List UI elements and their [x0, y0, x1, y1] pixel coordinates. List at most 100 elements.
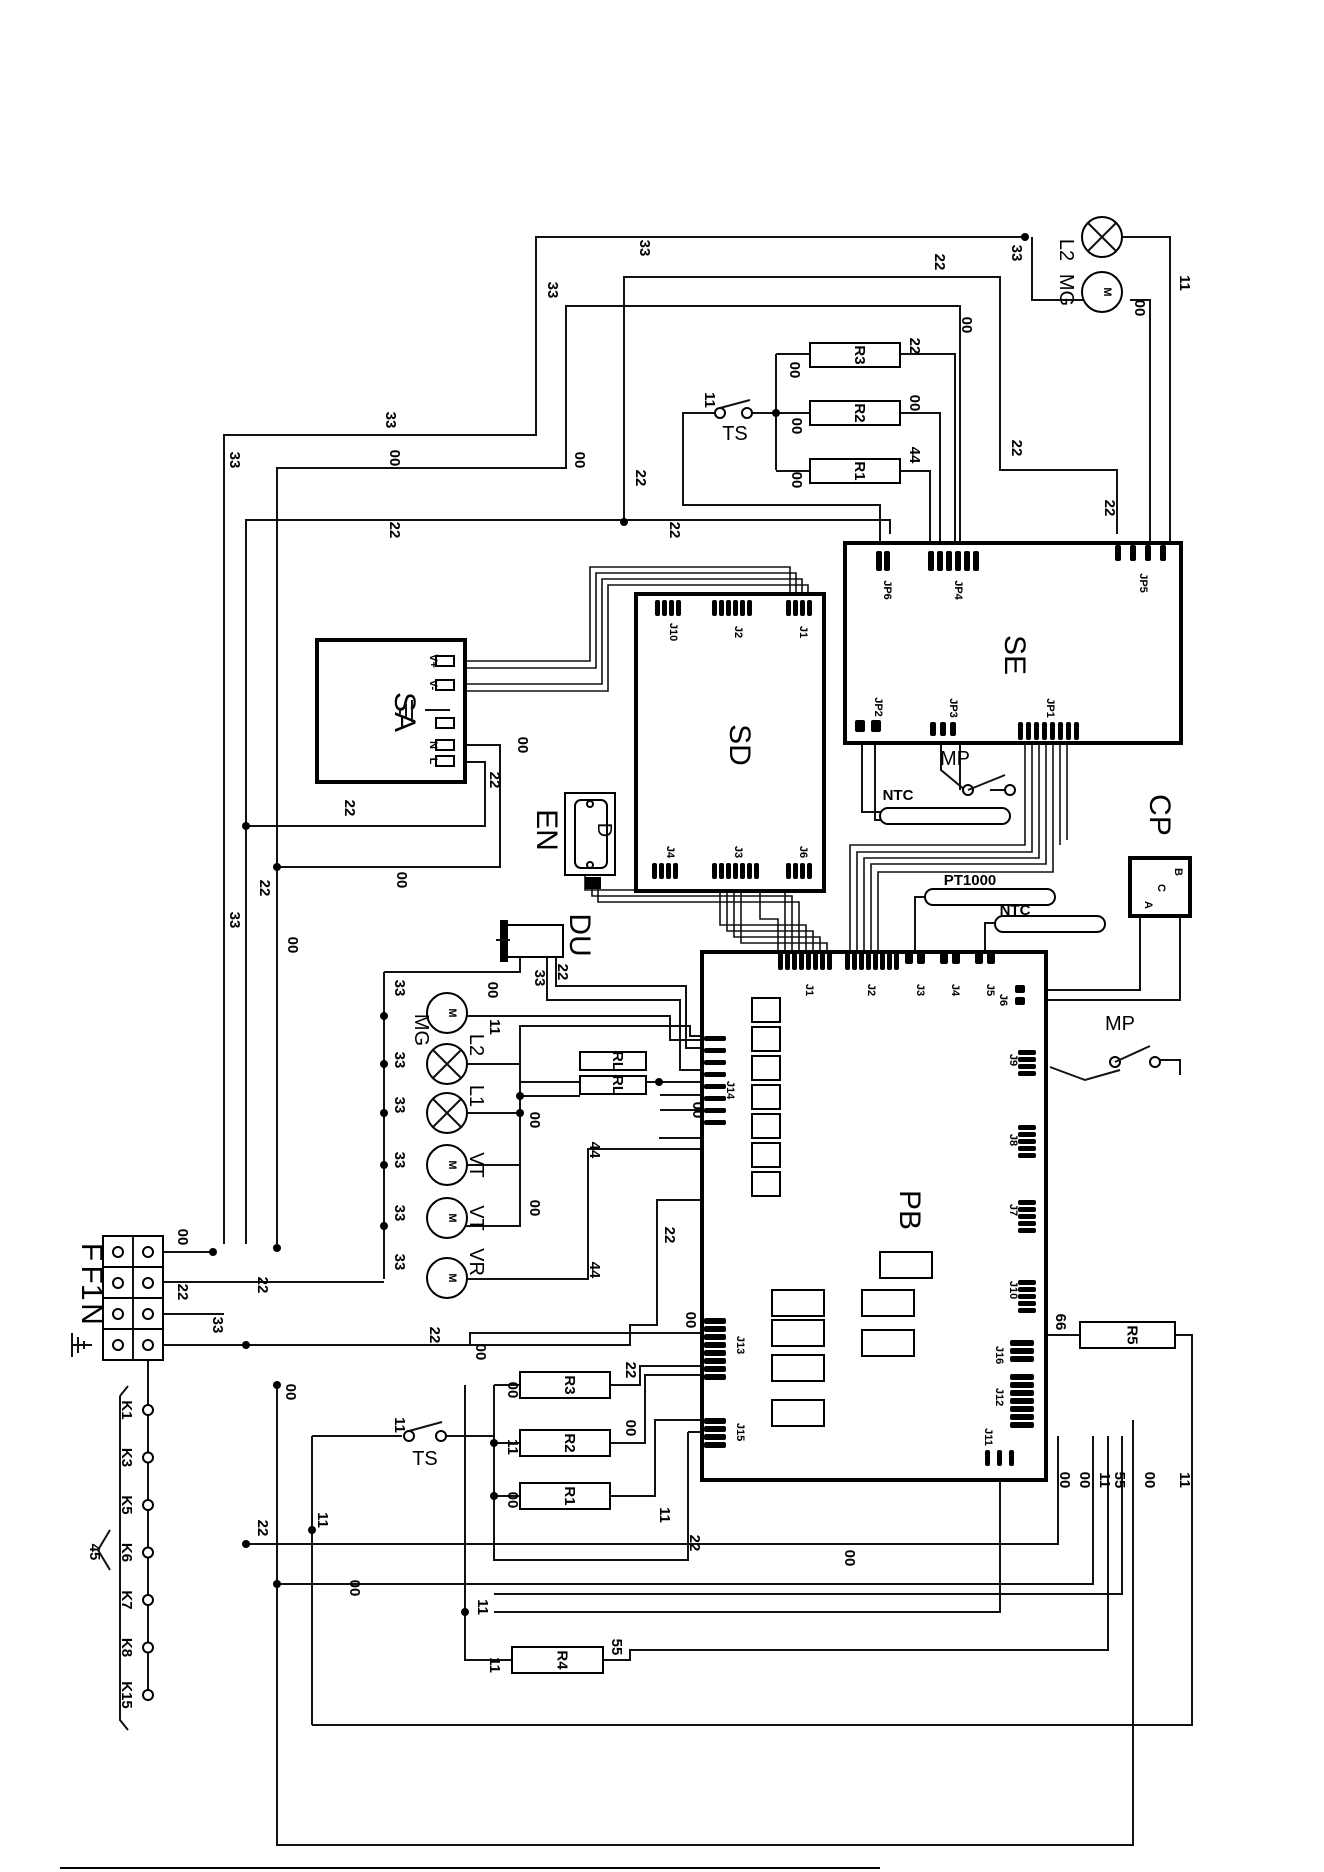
pb-relay — [771, 1289, 825, 1317]
connector-pin — [964, 551, 970, 571]
motor-symbol-label: M — [446, 1273, 458, 1282]
connector-pb-j1: J1 — [778, 952, 832, 996]
connector-sd-j2: J2 — [712, 600, 752, 638]
connector-pb-j5-label: J5 — [984, 984, 996, 996]
wire-code: 11 — [314, 1512, 331, 1528]
wire-code: 11 — [1176, 275, 1193, 291]
wire-code: 00 — [284, 937, 301, 954]
connector-pin — [937, 551, 943, 571]
sa-pin-ground — [435, 717, 455, 729]
connector-pin — [1026, 722, 1031, 740]
connector-pin — [820, 952, 825, 970]
connector-pin — [793, 863, 798, 879]
connector-pin — [950, 722, 956, 736]
connector-pb-j15: J15 — [704, 1418, 746, 1448]
connector-pin — [704, 1060, 726, 1065]
wire-code: 00 — [504, 1492, 521, 1509]
pb-relay — [861, 1289, 915, 1317]
connector-pin — [793, 600, 798, 616]
connector-se-jp5: JP5 — [1115, 545, 1166, 593]
connector-pin — [1010, 1374, 1034, 1380]
connector-pin — [928, 551, 934, 571]
motor-mg: MMG — [1055, 271, 1123, 313]
wire-code: 00 — [526, 1112, 543, 1129]
connector-pin — [1018, 1228, 1036, 1233]
connector-pin — [1018, 1146, 1036, 1151]
wire-code: 00 — [689, 1102, 706, 1119]
motor-symbol-label: M — [1101, 287, 1113, 296]
wire-code: 33 — [391, 980, 408, 997]
wire-code: 11 — [474, 1599, 491, 1615]
terminal-screw — [142, 1308, 154, 1320]
board-se: SE — [843, 541, 1183, 745]
connector-pin — [1010, 1406, 1034, 1412]
connector-pin — [987, 952, 995, 964]
board-sd-label: SD — [723, 724, 756, 766]
connector-pb-j9: J9 — [1007, 1050, 1036, 1076]
connector-pin — [855, 720, 865, 732]
resistor-r4: R4 — [511, 1646, 604, 1674]
resistor-r1: R1 — [519, 1482, 611, 1510]
motor-vt-label: VT — [465, 1152, 487, 1178]
connector-se-jp1: JP1 — [1018, 698, 1079, 740]
connector-pin — [1018, 1207, 1036, 1212]
en-label: EN — [530, 809, 563, 851]
connector-pin — [754, 863, 759, 879]
connector-pin — [845, 952, 850, 970]
connector-pb-j6: J6 — [997, 985, 1025, 1006]
lamp-l1-label: L1 — [465, 1085, 487, 1107]
connector-pin — [704, 1358, 726, 1364]
pb-relay — [751, 1084, 781, 1110]
terminal-label: N — [75, 1303, 108, 1325]
k-label: K8 — [118, 1638, 135, 1657]
en-encoder: D EN — [530, 792, 616, 889]
connector-pin — [1010, 1348, 1034, 1354]
sa-pin-label: L — [427, 758, 439, 765]
terminal-block: F F1N — [71, 1235, 164, 1361]
wire-code: 00 — [1056, 1472, 1073, 1489]
wire-code: 00 — [1141, 1472, 1158, 1489]
wire-code: 22 — [632, 470, 649, 487]
cp-pin-label: C — [1155, 884, 1167, 892]
connector-se-jp1-label: JP1 — [1044, 698, 1056, 718]
wire-code: 11 — [1096, 1472, 1113, 1488]
connector-pin — [997, 1450, 1002, 1466]
connector-pin — [704, 1434, 726, 1440]
wire-code: 00 — [484, 982, 501, 999]
connector-pin — [1018, 1301, 1036, 1306]
connector-pin — [1010, 1390, 1034, 1396]
connector-pin — [973, 551, 979, 571]
connector-pin — [704, 1426, 726, 1432]
wire-code: 00 — [514, 737, 531, 754]
wire-code: 22 — [622, 1362, 639, 1379]
label-ntc: NTC — [1000, 902, 1031, 919]
pb-relay — [771, 1319, 825, 1347]
terminal-label: F1 — [75, 1265, 108, 1300]
terminal-screw — [112, 1308, 124, 1320]
connector-pb-j3: J3 — [905, 952, 926, 996]
connector-pin — [704, 1334, 726, 1340]
terminal-label: F — [75, 1243, 108, 1261]
pb-relay — [861, 1329, 915, 1357]
k-terminal — [142, 1546, 154, 1559]
resistor-r1: R1 — [809, 458, 901, 484]
wire-code: 22 — [554, 964, 571, 981]
svg-text:D: D — [593, 823, 615, 837]
connector-pin — [1058, 722, 1063, 740]
motor-mg-label: MG — [410, 1014, 432, 1046]
resistor-r1-label: R1 — [561, 1486, 578, 1505]
connector-pb-j1-label: J1 — [803, 984, 815, 996]
connector-pin — [704, 1072, 726, 1077]
connector-pin — [1018, 1200, 1036, 1205]
pb-relay — [751, 1142, 781, 1168]
connector-pin — [800, 863, 805, 879]
connector-pin — [704, 1342, 726, 1348]
connector-pin — [778, 952, 783, 970]
pb-relay — [879, 1251, 933, 1279]
connector-pin — [806, 952, 811, 970]
terminal-screw — [112, 1277, 124, 1289]
connector-pb-j2: J2 — [845, 952, 899, 996]
connector-pin — [1018, 1064, 1036, 1069]
